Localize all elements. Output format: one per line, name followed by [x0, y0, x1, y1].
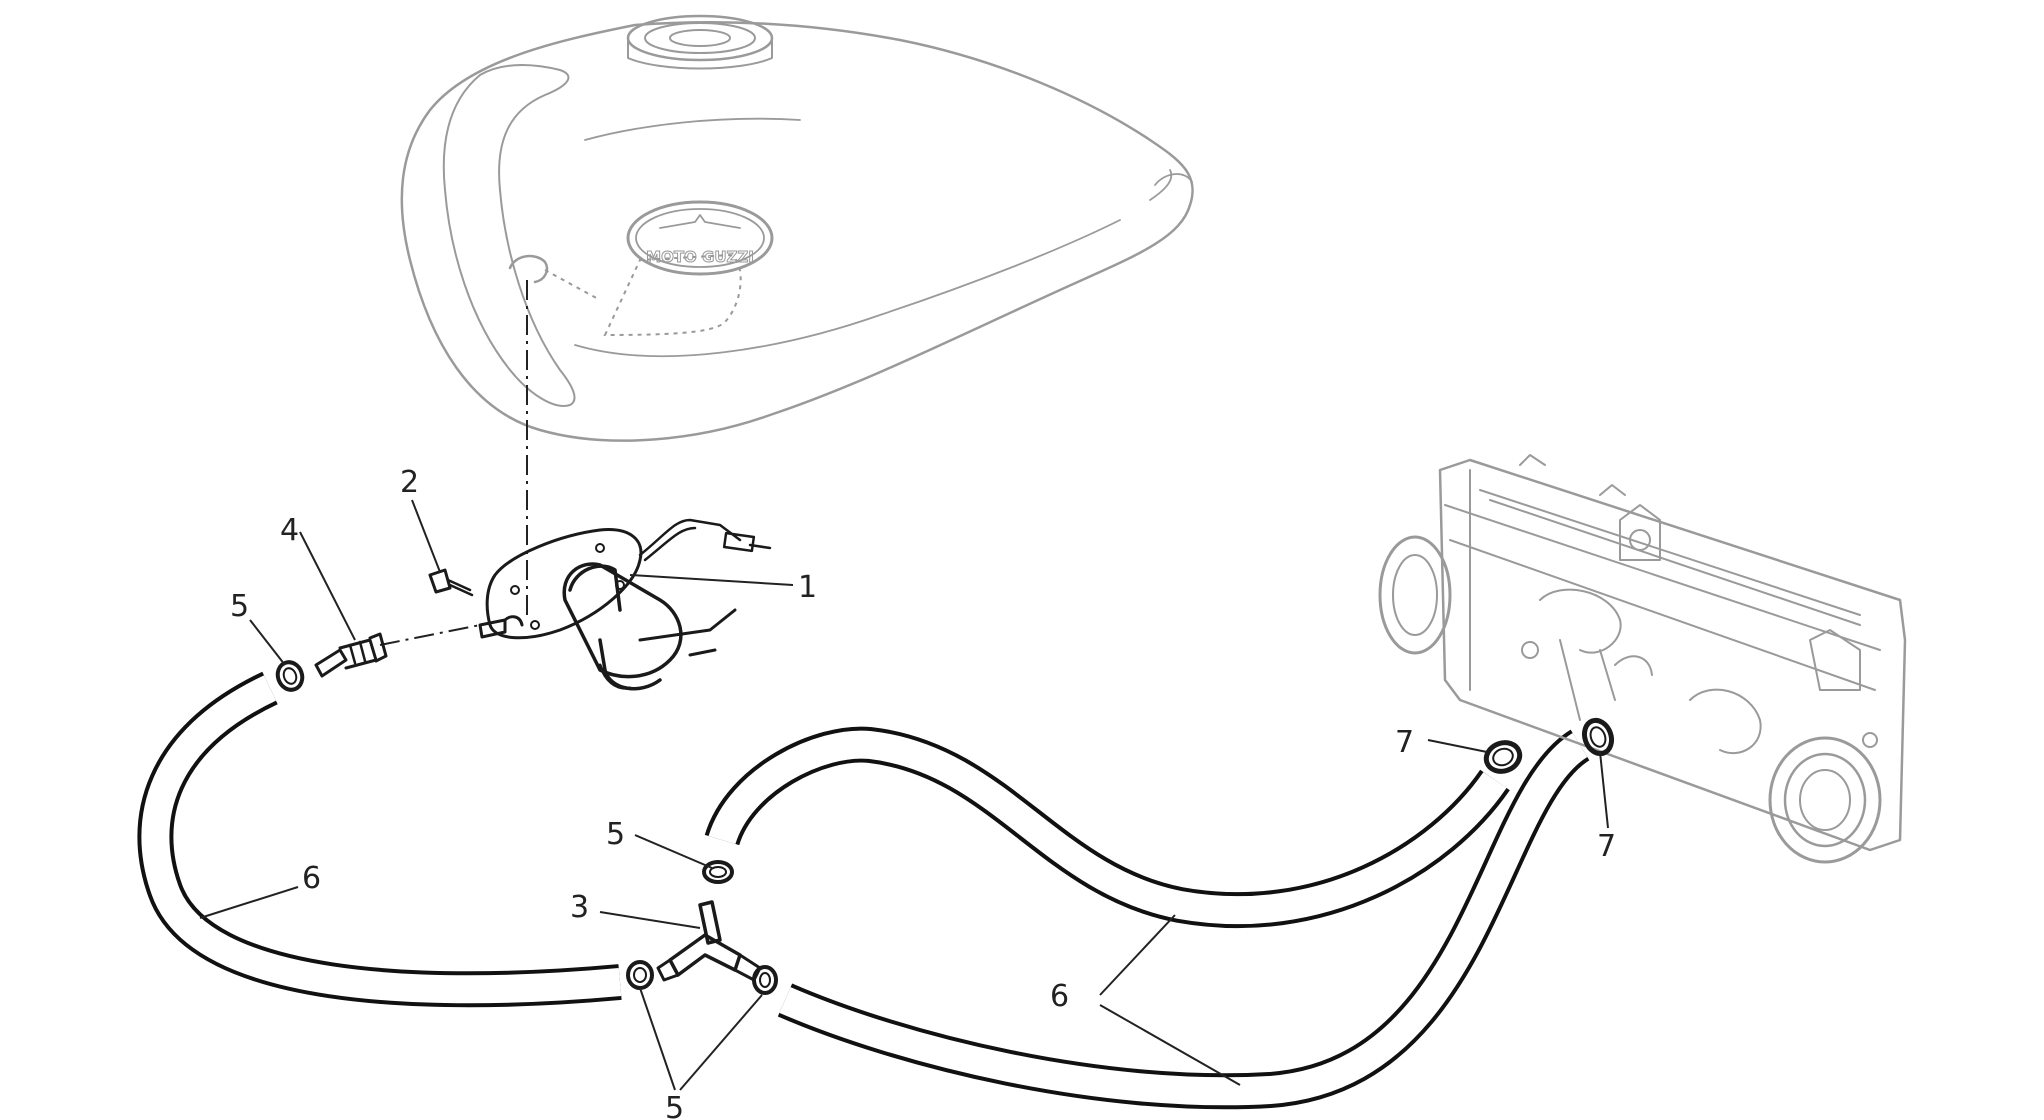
callout-6-left: 6 [302, 861, 321, 896]
t-junction [656, 900, 762, 982]
callout-5-bottom: 5 [665, 1091, 684, 1120]
callout-7-right: 7 [1597, 829, 1616, 864]
alignment-lines [379, 280, 528, 646]
filler-cap [626, 14, 774, 70]
clamp-5-top-left [275, 660, 305, 692]
callout-3: 3 [570, 890, 589, 925]
hoses [137, 671, 1591, 1110]
callout-6-right: 6 [1050, 979, 1069, 1014]
logo-text: MOTO GUZZI [646, 248, 754, 266]
moto-guzzi-logo: MOTO GUZZI [626, 200, 774, 276]
clamp-7-right [1581, 717, 1615, 757]
fuel-pump-assembly [478, 518, 772, 691]
clamp-5-middle [702, 860, 734, 884]
callout-labels: 1 2 3 4 5 5 5 6 6 7 7 [230, 465, 1616, 1120]
callout-5-top-left: 5 [230, 589, 249, 624]
screw [428, 568, 474, 597]
callout-1: 1 [798, 570, 817, 605]
pump-hidden-outline [603, 253, 742, 337]
clamp-5-bottom-left [626, 960, 654, 990]
leader-lines [199, 499, 1609, 1091]
callout-7-left: 7 [1395, 725, 1414, 760]
fuel-tank: MOTO GUZZI [400, 14, 1194, 442]
callout-2: 2 [400, 465, 419, 500]
callout-4: 4 [280, 513, 299, 548]
callout-5-middle: 5 [606, 817, 625, 852]
hose-fitting [314, 632, 388, 678]
clamp-7-left [1483, 740, 1523, 774]
throttle-body-assembly [1378, 454, 1907, 864]
